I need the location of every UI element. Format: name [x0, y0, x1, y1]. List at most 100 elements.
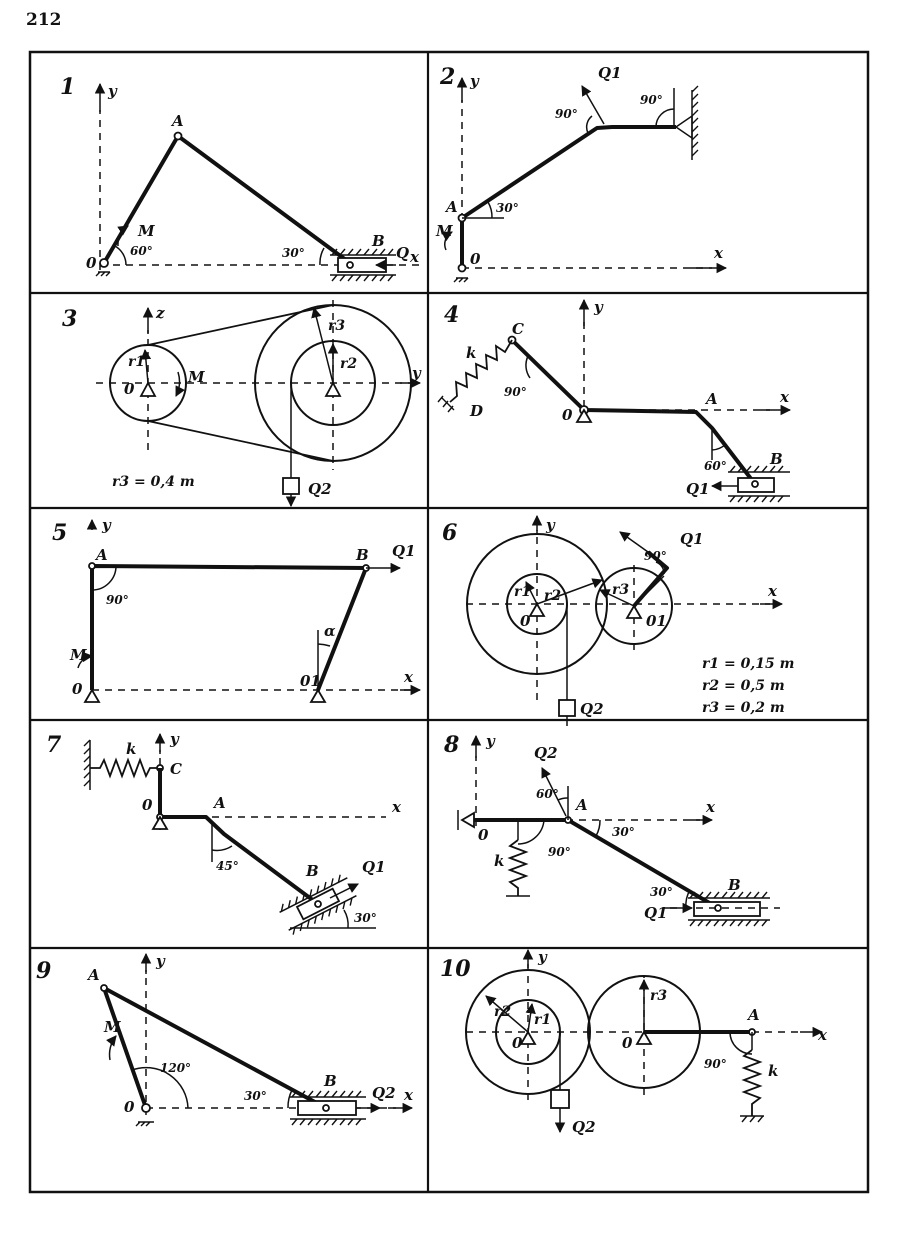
point-O: 0	[124, 1098, 135, 1116]
y-axis-label: y	[545, 516, 556, 534]
point-O-right: 0	[622, 1034, 633, 1052]
x-axis-label: x	[817, 1026, 828, 1044]
moment-label: M	[137, 222, 155, 240]
weight-Q2	[558, 699, 576, 717]
force-label-1: Q1	[680, 530, 704, 548]
angle-1: 90°	[106, 593, 129, 607]
point-B: B	[727, 876, 741, 894]
wheel-outer	[466, 533, 608, 675]
angle-1: 90°	[504, 385, 527, 399]
link-A-kinks	[460, 125, 676, 220]
y-axis-label: y	[469, 72, 480, 90]
angle-1: 90°	[555, 107, 578, 121]
angle-2: 60°	[704, 459, 727, 473]
angle-2: 30°	[244, 1089, 267, 1103]
x-axis-label: x	[767, 582, 778, 600]
panel-3: 3 y z r1 r2 r3 M 0 Q2 r3 = 0,4 m	[62, 300, 422, 508]
angle-1: 60°	[536, 787, 559, 801]
point-A: A	[746, 1006, 760, 1024]
point-B: B	[769, 450, 783, 468]
point-O1: 01	[646, 612, 667, 630]
force-label: Q2	[308, 480, 332, 498]
y-axis-label: y	[107, 82, 118, 100]
radius-r2: r2	[544, 588, 561, 604]
panel-number: 10	[440, 956, 471, 982]
point-O: 0	[142, 796, 153, 814]
panel-7: 7 x y k C 0 A 45° B Q1 30°	[46, 730, 402, 935]
panel-6: 6 x y r1 r2 r3 Q1 90° 0 01 Q2 r1 = 0,15 …	[442, 514, 794, 726]
moment-label: M	[69, 646, 87, 664]
spring-label: k	[768, 1062, 778, 1080]
angle-1: 120°	[160, 1061, 191, 1075]
point-B: B	[355, 546, 369, 564]
spring-label: k	[494, 852, 504, 870]
moment-label: M	[435, 222, 453, 240]
panel-number: 8	[443, 732, 459, 758]
force-label-2: Q2	[580, 700, 604, 718]
x-axis-label: x	[779, 388, 790, 406]
angle-1: 45°	[216, 859, 239, 873]
point-A: A	[444, 198, 458, 216]
point-O: 0	[562, 406, 573, 424]
moment-label: M	[103, 1018, 121, 1036]
panel-number: 7	[46, 732, 62, 758]
panel-9: 9 x y A 0 M 120° 30° B Q2	[36, 952, 414, 1127]
angle-2: 30°	[354, 911, 377, 925]
panel-1: 1 y x A 0 M 60° 30° B Q	[60, 74, 425, 282]
y-axis-label: y	[537, 948, 548, 966]
x-axis-label: x	[403, 1086, 414, 1104]
radius-r1: r1	[534, 1012, 551, 1028]
panel-10: 10 x y 0 r2 r1 r3 Q2 A 0 k 90°	[440, 948, 828, 1136]
point-A: A	[94, 546, 108, 564]
radius-r2: r2	[494, 1004, 511, 1020]
point-O: 0	[478, 826, 489, 844]
panel-8: 8 x y 0 A Q2 60° k 90° 30° B Q1	[443, 732, 780, 927]
page-number: 212	[26, 10, 62, 30]
sheet-frame	[28, 50, 870, 1194]
force-label: Q1	[598, 64, 622, 82]
lever-arm	[632, 550, 669, 608]
panel-number: 2	[439, 64, 455, 90]
spring-k	[741, 1049, 763, 1116]
x-axis-label: x	[403, 668, 414, 686]
y-axis-label: y	[485, 732, 496, 750]
point-O: 0	[124, 380, 135, 398]
value-r3: r3 = 0,4 m	[112, 474, 195, 490]
point-A: A	[574, 796, 588, 814]
radius-r1: r1	[128, 354, 145, 370]
angle-2: 30°	[282, 246, 305, 260]
link-O-A-B	[474, 818, 720, 910]
point-A: A	[86, 966, 100, 984]
angle-1: 90°	[704, 1057, 727, 1071]
panel-4: 4 x y k C D 0 90° A 60° B Q1	[437, 298, 792, 503]
x-axis-label: x	[713, 244, 724, 262]
link-C-O-A-B	[158, 768, 320, 906]
angle-3: 30°	[496, 201, 519, 215]
angle-1: 90°	[644, 549, 667, 563]
panel-2: 2 y x 90° Q1 90° 30° A M 0	[435, 64, 728, 283]
x-axis-label: x	[705, 798, 716, 816]
y-axis-label: y	[155, 952, 166, 970]
radius-r3: r3	[328, 318, 345, 334]
force-label: Q	[396, 244, 409, 262]
point-O: 0	[512, 1034, 523, 1052]
point-O1: 01	[300, 672, 321, 690]
link-O-A-B-O1	[90, 564, 368, 691]
panel-number: 3	[62, 306, 77, 332]
spring-label: k	[466, 344, 476, 362]
moment-label: M	[187, 368, 205, 386]
angle-3: 30°	[612, 825, 635, 839]
y-axis-label: y	[593, 298, 604, 316]
point-D: D	[469, 402, 483, 420]
weight-Q2	[550, 1089, 570, 1109]
point-B: B	[371, 232, 385, 250]
point-A: A	[212, 794, 226, 812]
link-O-A-B	[102, 986, 327, 1110]
weight-Q2	[282, 477, 300, 495]
force-label: Q2	[572, 1118, 596, 1136]
wheel-outer	[465, 969, 591, 1095]
point-B: B	[305, 862, 319, 880]
point-B: B	[323, 1072, 337, 1090]
radius-r3: r3	[650, 988, 667, 1004]
